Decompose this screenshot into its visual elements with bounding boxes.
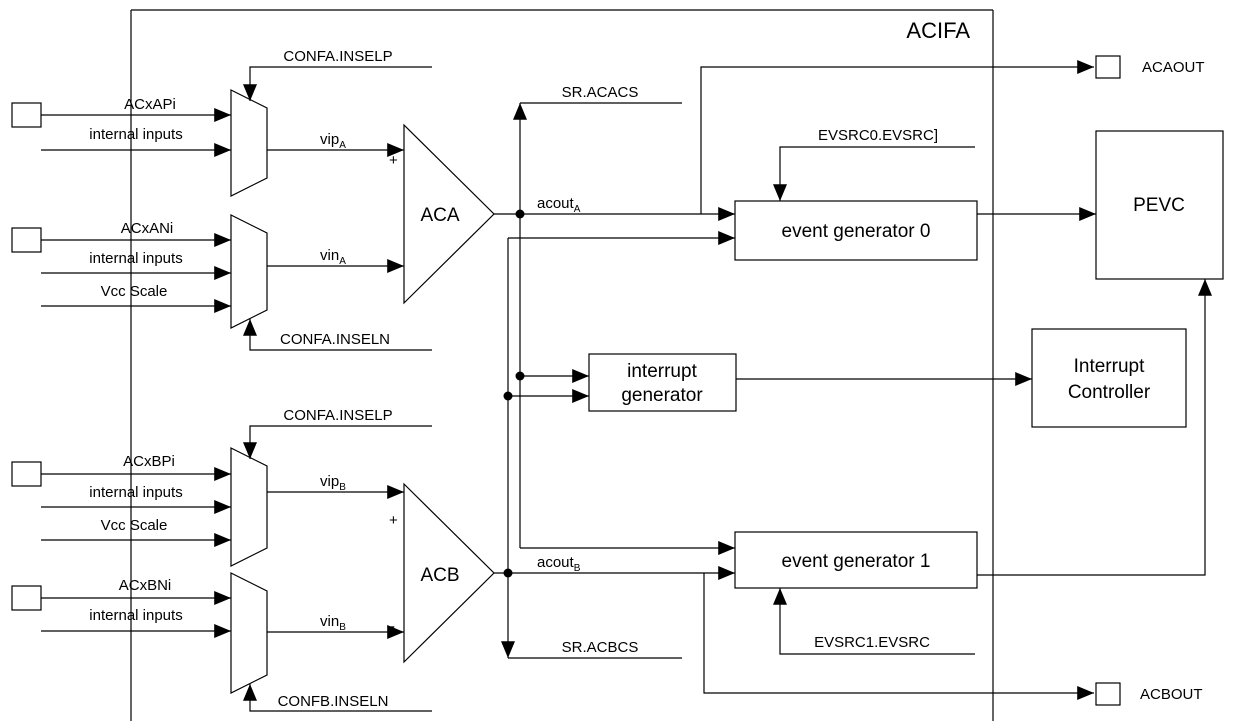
label-interrupt-controller-1: Interrupt: [1074, 356, 1145, 377]
label-evsrc1: EVSRC1.EVSRC: [814, 634, 930, 651]
pevc-block: [1095, 130, 1224, 280]
event-generator-0: [734, 200, 978, 261]
label-acout-a: acoutA: [537, 195, 581, 215]
junction-acout-a-int: [515, 371, 525, 381]
mux-a-plus: [230, 89, 268, 197]
label-sr-acbcs: SR.ACBCS: [562, 639, 639, 656]
pad-acxani: [11, 227, 42, 253]
wire-acaout: [700, 60, 1094, 214]
mux-b-plus: [230, 447, 268, 567]
label-evsrc0: EVSRC0.EVSRC]: [818, 127, 938, 144]
label-acxapi: ACxAPi: [124, 96, 176, 113]
label-acbout: ACBOUT: [1140, 686, 1203, 703]
label-confa-inselp-bottom: CONFA.INSELP: [283, 407, 392, 424]
label-acxbni: ACxBNi: [119, 577, 172, 594]
label-vip-a: vipA: [320, 131, 346, 151]
label-interrupt-generator-2: generator: [621, 385, 703, 406]
junction-acout-b-int: [503, 391, 513, 401]
label-confa-inseln: CONFA.INSELN: [280, 331, 390, 348]
event-generator-1: [734, 531, 978, 589]
label-acxbpi: ACxBPi: [123, 453, 175, 470]
aca-plus-sign: +: [389, 152, 398, 169]
acb-plus-sign: +: [389, 512, 398, 529]
acifa-boundary: [130, 9, 994, 721]
label-vcc-scale-a: Vcc Scale: [101, 283, 168, 300]
label-vip-b: vipB: [320, 473, 346, 493]
label-acb: ACB: [420, 565, 459, 586]
wire-confa-inseln: [243, 318, 432, 351]
label-interrupt-controller-2: Controller: [1068, 382, 1151, 403]
label-confa-inselp-top: CONFA.INSELP: [283, 48, 392, 65]
wire-confa-inselp-top: [243, 66, 432, 101]
interrupt-controller: [1031, 328, 1187, 428]
label-confb-inseln: CONFB.INSELN: [278, 693, 389, 710]
label-event-generator-0: event generator 0: [782, 221, 931, 242]
wire-evsrc1: [773, 588, 975, 655]
pad-acbout: [1095, 682, 1121, 706]
label-internal-inputs-a-minus: internal inputs: [89, 250, 182, 267]
comparator-aca: [403, 123, 495, 305]
label-internal-inputs-a-plus: internal inputs: [89, 126, 182, 143]
label-acout-b: acoutB: [537, 554, 581, 574]
label-interrupt-generator-1: interrupt: [627, 361, 697, 382]
pad-acxapi: [11, 102, 42, 128]
wire-acbout: [703, 573, 1094, 700]
wire-confa-inselp-bottom: [243, 425, 432, 460]
pad-acxbpi: [11, 461, 42, 487]
label-vcc-scale-b: Vcc Scale: [101, 517, 168, 534]
wire-confb-inseln: [243, 684, 432, 712]
mux-a-minus: [230, 214, 268, 329]
junction-acout-b: [503, 568, 513, 578]
interrupt-generator: [588, 353, 737, 412]
acb-minus-sign: -: [390, 618, 395, 635]
label-internal-inputs-b-minus: internal inputs: [89, 607, 182, 624]
pad-acaout: [1095, 55, 1121, 79]
label-event-generator-1: event generator 1: [782, 551, 931, 572]
junction-acout-a: [515, 209, 525, 219]
pad-acxbni: [11, 585, 42, 611]
label-pevc: PEVC: [1133, 195, 1185, 216]
label-acxani: ACxANi: [121, 220, 174, 237]
label-sr-acacs: SR.ACACS: [562, 84, 639, 101]
wire-eg1-to-pevc: [977, 278, 1212, 576]
label-aca: ACA: [420, 205, 459, 226]
label-acaout: ACAOUT: [1142, 59, 1205, 76]
mux-b-minus: [230, 572, 268, 694]
label-vin-a: vinA: [320, 247, 346, 267]
comparator-acb: [403, 482, 495, 664]
wire-evsrc0: [773, 146, 975, 201]
label-vin-b: vinB: [320, 613, 346, 633]
acifa-title: ACIFA: [906, 18, 970, 43]
label-internal-inputs-b-plus: internal inputs: [89, 484, 182, 501]
aca-minus-sign: -: [390, 259, 395, 276]
